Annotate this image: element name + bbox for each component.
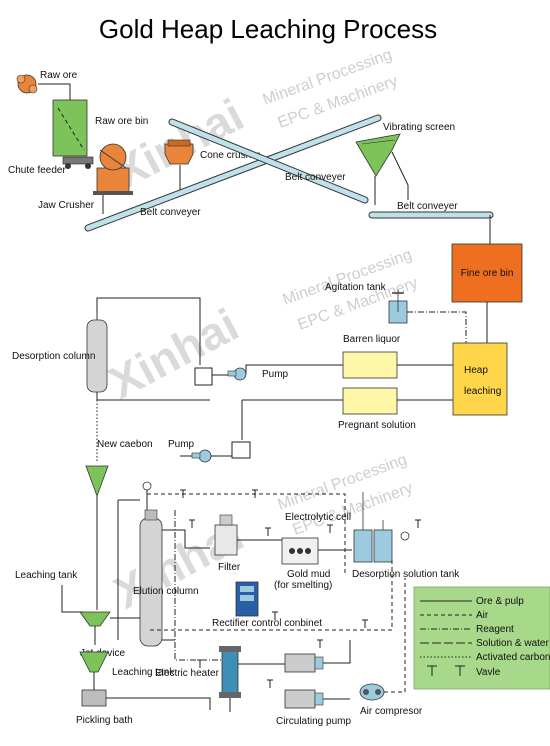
pump-2 [191, 449, 212, 463]
label-chute-feeder: Chute feeder [8, 165, 66, 176]
chute-feeder [62, 156, 94, 169]
label-heap-leaching-1: Heap [464, 365, 488, 376]
electric-heater [219, 646, 241, 698]
circulating-pump-1 [284, 653, 324, 673]
label-heap-leaching-2: leaching [464, 386, 501, 397]
belt-conveyer-2 [168, 118, 369, 204]
legend-label-reagent: Reagent [476, 624, 514, 635]
barren-liquor-box [342, 351, 398, 379]
label-agitation-tank: Agitation tank [325, 282, 387, 293]
label-filter: Filter [218, 562, 241, 573]
legend-box [413, 586, 550, 690]
raw-ore-bin [52, 99, 88, 157]
label-electrolytic-cell: Electrolytic cell [285, 512, 351, 523]
legend-label-activated-carbon: Activated carbon [476, 652, 550, 663]
label-air-compressor: Air compresor [360, 706, 423, 717]
gauge-icon [142, 481, 152, 491]
watermark-brand-2: Xinhai [100, 298, 246, 409]
pickling-bath [81, 689, 107, 707]
legend: Ore & pulp Air Reagent Solution & water … [413, 586, 550, 690]
label-desorption-solution-tank: Desorption solution tank [352, 569, 460, 580]
label-electric-heater: Electric heater [155, 668, 220, 679]
label-belt-conveyer-1: Belt conveyer [140, 207, 201, 218]
label-elution-column: Elution column [133, 586, 199, 597]
legend-label-ore-pulp: Ore & pulp [476, 596, 524, 607]
pregnant-solution-box [342, 387, 398, 415]
label-jaw-crusher: Jaw Crusher [38, 200, 95, 211]
cone-crusher [164, 139, 194, 165]
label-desorption-column: Desorption column [12, 351, 95, 362]
label-circulating-pump: Circulating pump [276, 716, 351, 727]
raw-ore-icon [16, 74, 38, 94]
circulating-pump-2 [284, 689, 324, 709]
belt-conveyer-1 [84, 114, 382, 232]
label-cone-crusher: Cone crusher [200, 150, 261, 161]
pump-1 [227, 367, 247, 381]
legend-label-solution-water: Solution & water [476, 638, 549, 649]
leaching-tank-funnel [79, 651, 109, 673]
label-pickling-bath: Pickling bath [76, 715, 133, 726]
fine-ore-bin [451, 243, 523, 303]
label-leaching-tank-2: Leaching tank [112, 667, 175, 678]
heap-leaching [452, 342, 508, 416]
label-leaching-tank-1: Leaching tank [15, 570, 78, 581]
label-vibrating-screen: Vibrating screen [383, 122, 455, 133]
label-pregnant-solution: Pregnant solution [338, 420, 416, 431]
label-raw-ore-bin: Raw ore bin [95, 116, 148, 127]
electrolytic-cell [281, 537, 319, 565]
diagram-title: Gold Heap Leaching Process [99, 14, 437, 44]
label-barren-liquor: Barren liquor [343, 334, 401, 345]
label-gold-mud-1: Gold mud [287, 569, 330, 580]
label-pump-1: Pump [262, 369, 289, 380]
gauge-icon-2 [400, 531, 410, 541]
label-belt-conveyer-2: Belt conveyer [285, 172, 346, 183]
air-compressor [359, 683, 385, 701]
rectifier-control-cabinet [235, 581, 259, 617]
desorption-solution-tank [353, 492, 393, 563]
legend-valve-icon [427, 665, 465, 676]
elution-column [139, 509, 163, 647]
jet-device [79, 611, 111, 627]
legend-label-air: Air [476, 610, 489, 621]
label-pump-2: Pump [168, 439, 195, 450]
legend-label-valve: Vavle [476, 667, 501, 678]
label-rectifier: Rectifier control conbinet [212, 618, 322, 629]
label-fine-ore-bin: Fine ore bin [461, 268, 514, 279]
label-raw-ore: Raw ore [40, 70, 78, 81]
label-gold-mud-2: (for smelting) [274, 580, 332, 591]
label-new-caebon: New caebon [97, 439, 153, 450]
vibrating-screen [355, 133, 401, 177]
label-belt-conveyer-3: Belt conveyer [397, 201, 458, 212]
new-carbon-funnel [85, 465, 109, 498]
jaw-crusher [93, 143, 133, 195]
